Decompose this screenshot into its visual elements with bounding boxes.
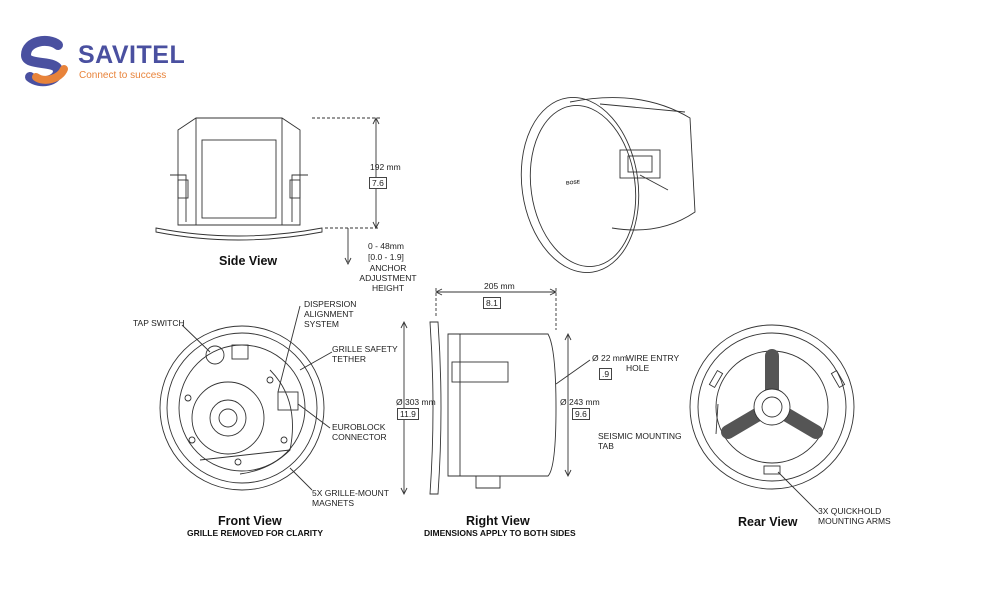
logo-name: SAVITEL (78, 41, 186, 69)
wire-entry-label: WIRE ENTRY HOLE (626, 353, 680, 373)
front-view-drawing (159, 305, 333, 491)
tap-switch-label: TAP SWITCH (133, 318, 185, 328)
front-view-subtitle: GRILLE REMOVED FOR CLARITY (187, 528, 323, 538)
side-view-drawing (155, 116, 380, 266)
outer-dia-mm-label: Ø 303 mm (396, 397, 436, 407)
rear-view-drawing (689, 324, 855, 513)
magnets-label: 5X GRILLE-MOUNT MAGNETS (312, 488, 389, 508)
height-in-label: 7.6 (369, 177, 387, 189)
side-view-title: Side View (219, 254, 278, 268)
perspective-view-drawing (520, 97, 696, 273)
anchor-adjustment-label: ANCHOR ADJUSTMENT HEIGHT (359, 263, 417, 293)
wire-entry-mm-label: Ø 22 mm (592, 353, 627, 363)
euroblock-label: EUROBLOCK CONNECTOR (332, 422, 387, 442)
savitel-s-mark (20, 35, 68, 87)
depth-mm-label: 205 mm (484, 281, 515, 291)
front-view-title: Front View (218, 514, 282, 528)
depth-in-label: 8.1 (483, 297, 501, 309)
savitel-logo: SAVITEL Connect to success (18, 33, 188, 89)
grille-tether-label: GRILLE SAFETY TETHER (332, 344, 398, 364)
right-view-title: Right View (466, 514, 530, 528)
right-view-subtitle: DIMENSIONS APPLY TO BOTH SIDES (424, 528, 576, 538)
body-dia-mm-label: Ø 243 mm (560, 397, 600, 407)
dispersion-label: DISPERSION ALIGNMENT SYSTEM (304, 299, 357, 329)
rear-view-title: Rear View (738, 515, 798, 529)
anchor-mm-label: 0 - 48mm (368, 241, 404, 251)
right-view-drawing (400, 288, 591, 496)
anchor-in-label: [0.0 - 1.9] (368, 252, 404, 262)
outer-dia-in-label: 11.9 (397, 408, 419, 420)
wire-entry-in-label: .9 (599, 368, 613, 380)
quickhold-label: 3X QUICKHOLD MOUNTING ARMS (818, 506, 891, 526)
seismic-tab-label: SEISMIC MOUNTING TAB (598, 431, 682, 451)
height-mm-label: 192 mm (370, 162, 401, 172)
logo-tagline: Connect to success (79, 70, 167, 81)
body-dia-in-label: 9.6 (572, 408, 590, 420)
